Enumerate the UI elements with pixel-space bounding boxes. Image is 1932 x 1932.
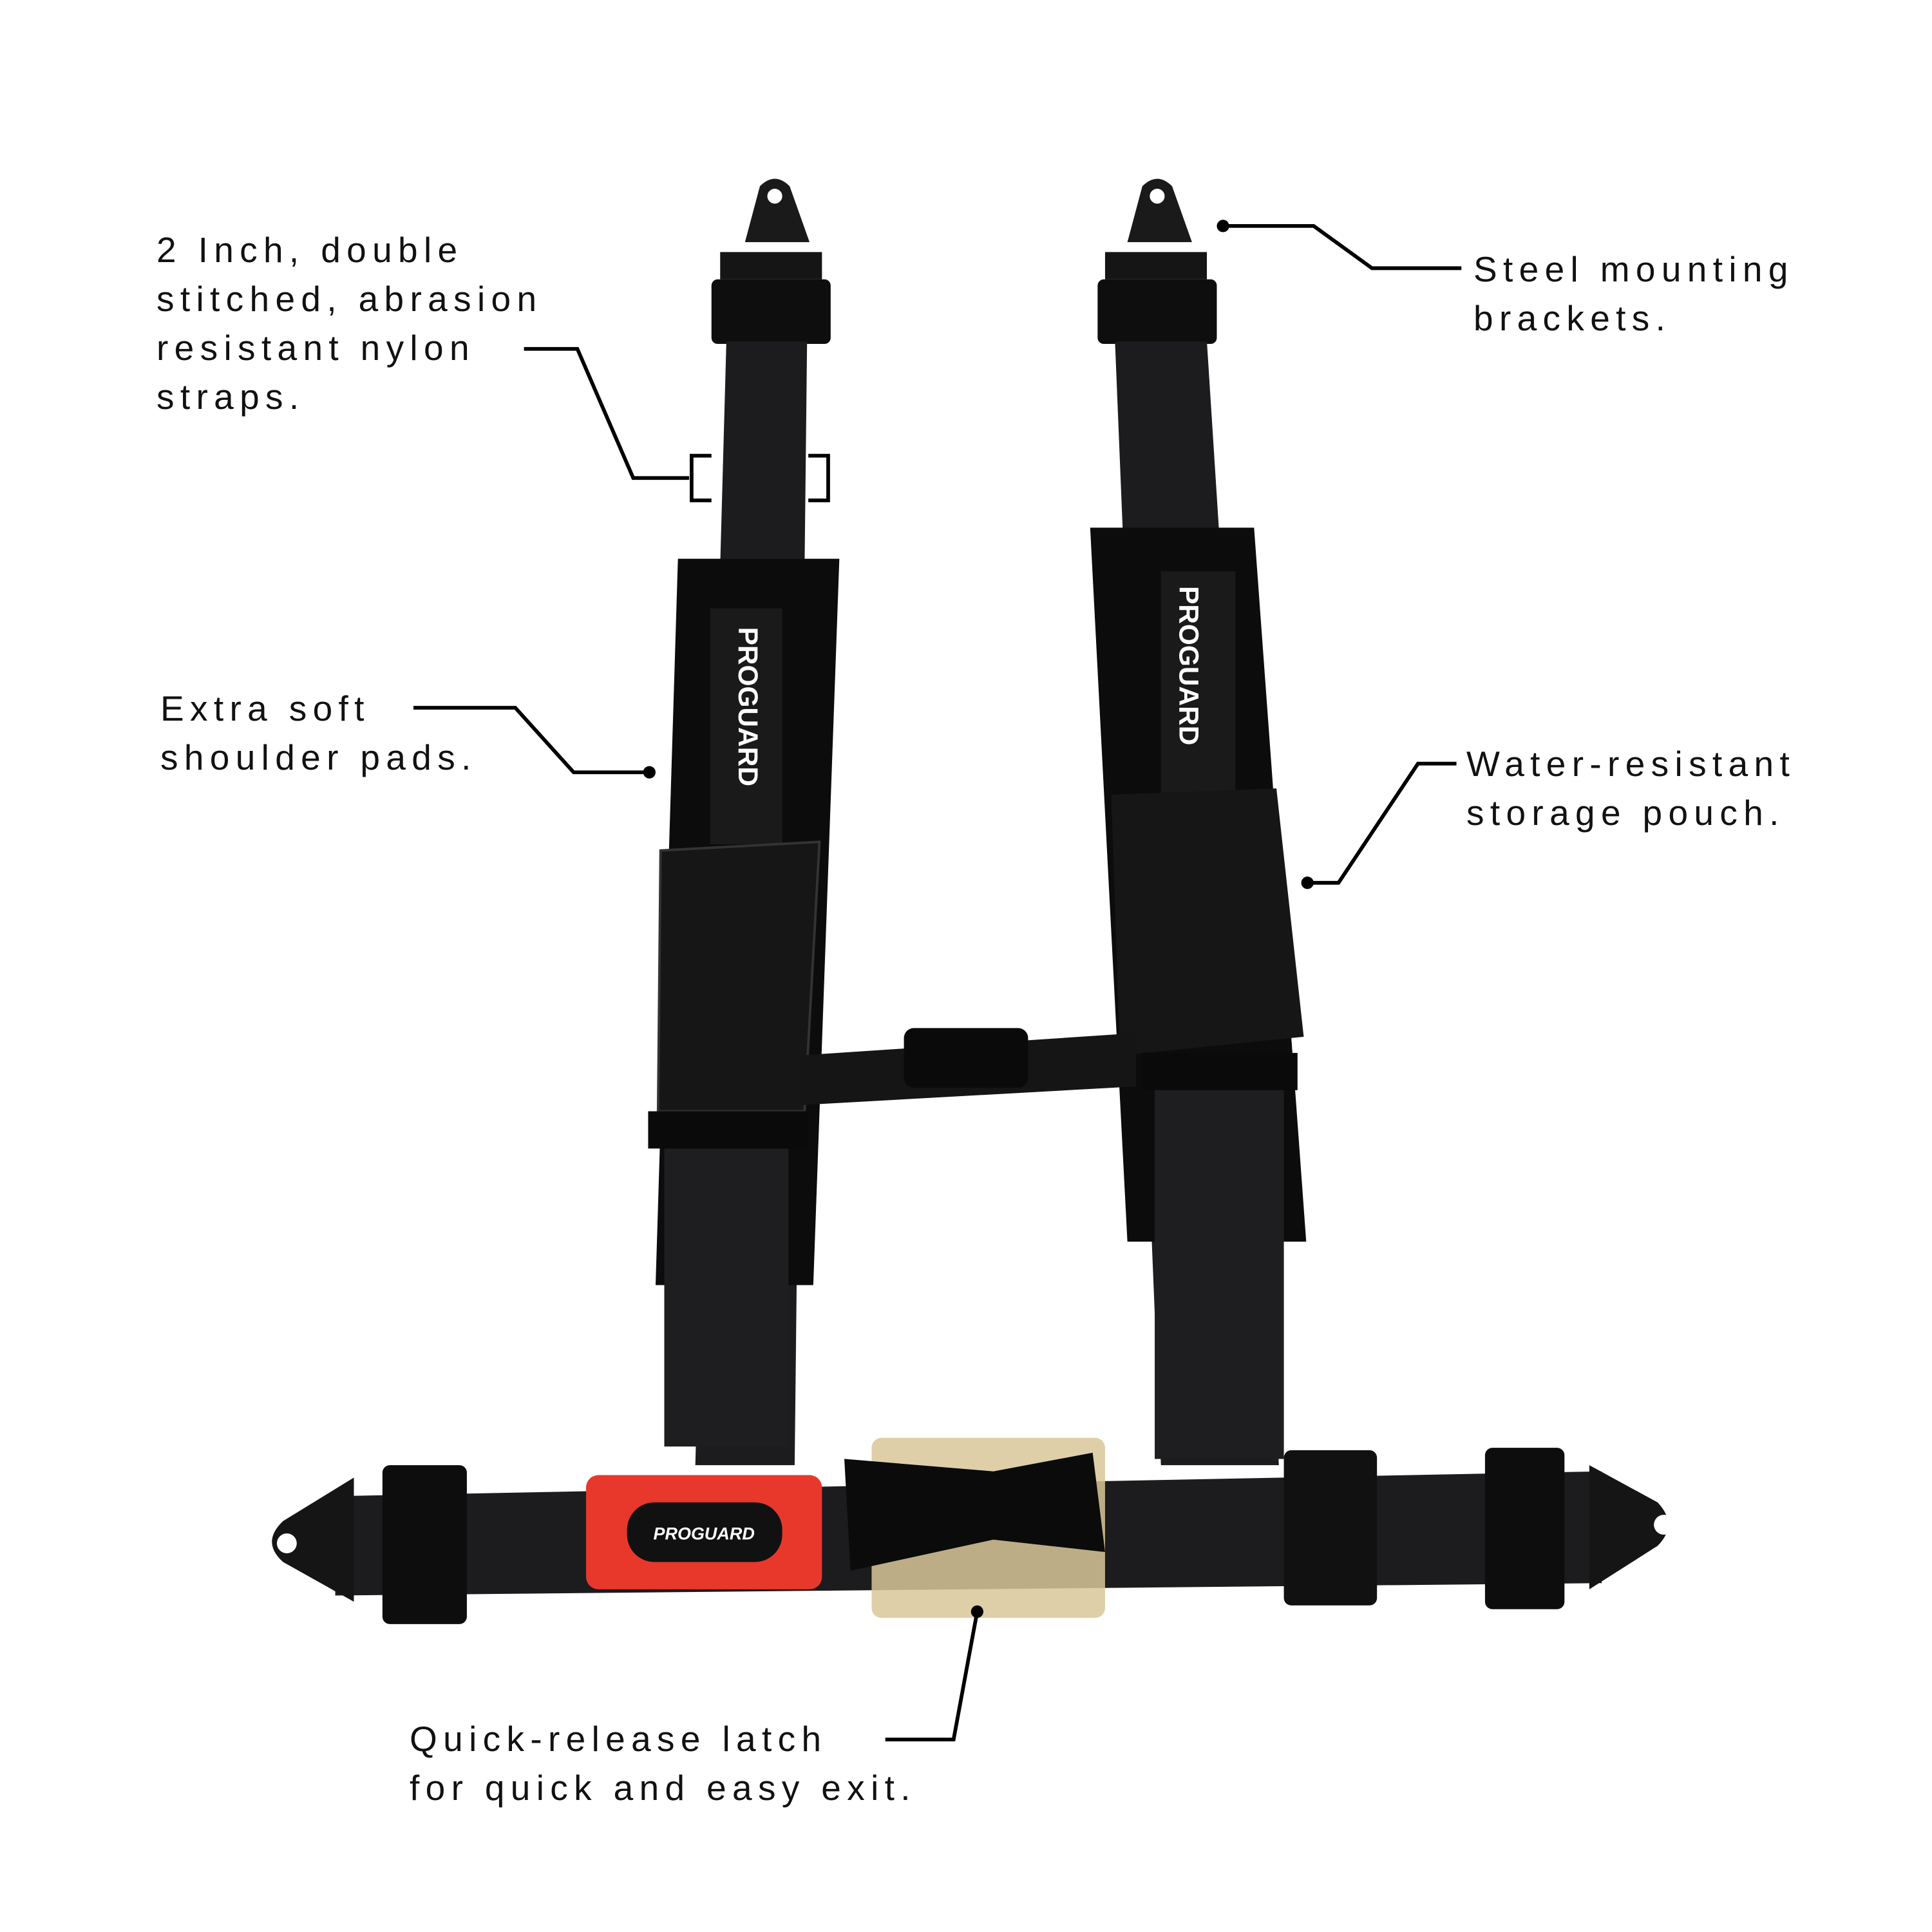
callout-line: for quick and easy exit. — [410, 1768, 916, 1808]
left-anchor-bracket — [272, 1465, 467, 1624]
callout-line: Extra soft — [160, 688, 370, 728]
strap-width-bracket — [690, 453, 830, 502]
left-pad-logo: PROGUARD — [733, 627, 763, 786]
callout-line: Steel mounting — [1473, 249, 1794, 289]
left-top-bracket — [711, 178, 831, 345]
callout-pads: Extra soft shoulder pads. — [160, 684, 477, 782]
callout-line: brackets. — [1473, 298, 1672, 338]
red-release-tab: PROGUARD — [586, 1475, 822, 1589]
callout-line: shoulder pads. — [160, 737, 477, 777]
right-top-bracket — [1097, 178, 1217, 345]
callout-line: straps. — [156, 377, 305, 417]
sternum-buckle — [904, 1028, 1028, 1088]
left-mesh-pocket — [656, 840, 821, 1113]
storage-pouch — [1111, 788, 1304, 1056]
callout-line: storage pouch. — [1466, 793, 1785, 833]
callout-brackets: Steel mounting brackets. — [1473, 245, 1794, 343]
callout-latch: Quick-release latch for quick and easy e… — [410, 1714, 916, 1812]
callout-line: 2 Inch, double — [156, 230, 464, 270]
callout-line: stitched, abrasion — [156, 279, 543, 319]
callout-line: resistant nylon — [156, 328, 475, 368]
leader-line-straps — [524, 346, 690, 480]
right-anchor-bracket — [1283, 1448, 1674, 1609]
callout-pouch: Water-resistant storage pouch. — [1466, 739, 1795, 837]
leader-line-pouch — [1307, 761, 1457, 885]
callout-straps: 2 Inch, double stitched, abrasion resist… — [156, 225, 542, 421]
callout-line: Water-resistant — [1466, 744, 1796, 784]
leader-line-pads — [413, 706, 650, 775]
callout-line: Quick-release latch — [410, 1719, 828, 1759]
quick-release-buckle — [844, 1452, 1105, 1571]
right-pad-logo: PROGUARD — [1174, 586, 1204, 745]
leader-line-latch — [885, 1611, 980, 1742]
svg-text:PROGUARD: PROGUARD — [653, 1524, 754, 1544]
leader-line-brackets — [1223, 224, 1462, 270]
